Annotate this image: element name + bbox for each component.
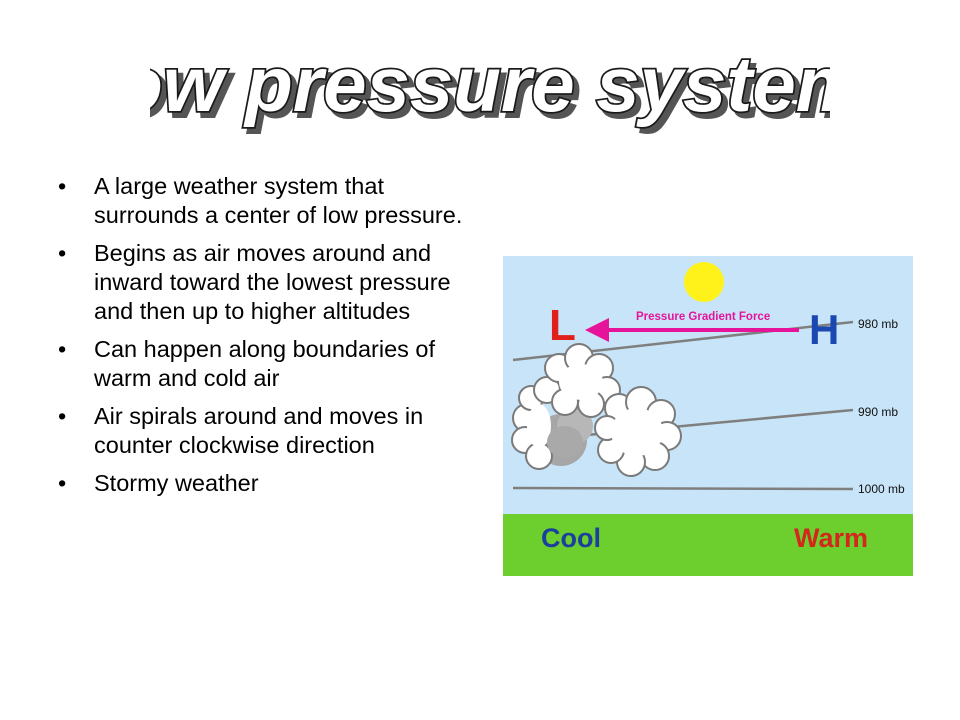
isobar-1000-line — [512, 486, 854, 491]
bullet-item: • Stormy weather — [58, 469, 478, 498]
sun-icon — [684, 262, 724, 302]
cloud-icon — [511, 343, 682, 477]
isobar-990-label: 990 mb — [858, 405, 898, 419]
warm-label: Warm — [794, 523, 868, 553]
bullet-dot: • — [58, 240, 67, 266]
bullet-item: • A large weather system that surrounds … — [58, 172, 478, 230]
isobar-980-label: 980 mb — [858, 317, 898, 331]
bullet-item: • Can happen along boundaries of warm an… — [58, 335, 478, 393]
slide-title-shadow: Low pressure systems — [150, 45, 830, 133]
bullet-item: • Air spirals around and moves in counte… — [58, 402, 478, 460]
bullet-text: A large weather system that surrounds a … — [94, 173, 463, 228]
bullet-text: Stormy weather — [94, 470, 259, 496]
pressure-gradient-arrowhead-icon — [585, 318, 609, 342]
pressure-diagram: 980 mb 990 mb 1000 mb L H Pressure Gradi… — [503, 256, 913, 576]
bullet-list: • A large weather system that surrounds … — [58, 172, 478, 507]
bullet-dot: • — [58, 173, 67, 199]
slide-title: Low pressure systems Low pressure system… — [150, 38, 830, 135]
bullet-text: Can happen along boundaries of warm and … — [94, 336, 436, 391]
low-pressure-label: L — [549, 301, 576, 350]
pressure-diagram-svg: 980 mb 990 mb 1000 mb L H Pressure Gradi… — [503, 256, 913, 576]
bullet-text: Air spirals around and moves in counter … — [94, 403, 424, 458]
high-pressure-label: H — [809, 306, 839, 353]
bullet-item: • Begins as air moves around and inward … — [58, 239, 478, 326]
pressure-gradient-label: Pressure Gradient Force — [636, 311, 770, 323]
slide-title-text: Low pressure systems — [150, 40, 830, 128]
isobar-1000-label: 1000 mb — [858, 482, 905, 496]
bullet-dot: • — [58, 403, 67, 429]
bullet-text: Begins as air moves around and inward to… — [94, 240, 451, 324]
cool-label: Cool — [541, 523, 601, 553]
bullet-dot: • — [58, 470, 67, 496]
ground-strip — [503, 514, 913, 576]
bullet-dot: • — [58, 336, 67, 362]
